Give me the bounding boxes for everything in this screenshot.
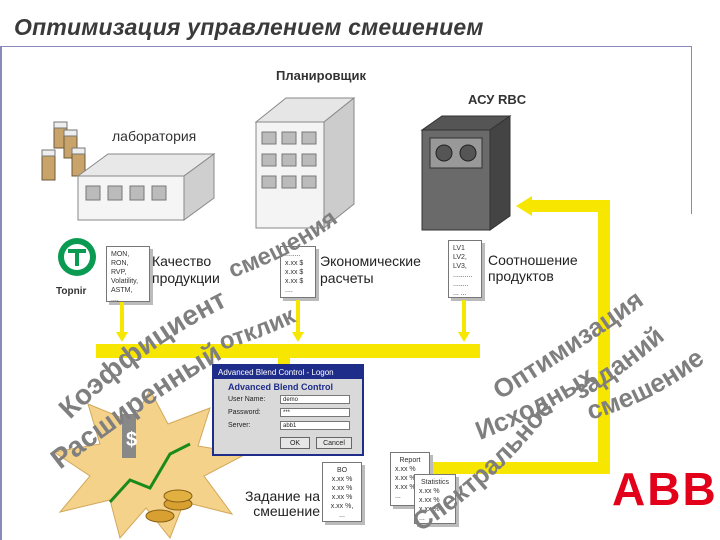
user-name-label: User Name: — [228, 396, 266, 403]
flow-right-feedback — [598, 212, 610, 474]
arc-initial-path: Исходных — [471, 360, 600, 446]
statistics-doc: Statistics x.xx % x.xx % x.xx % ... — [414, 474, 456, 524]
doc-line: x.xx %, — [330, 503, 354, 510]
password-label: Password: — [228, 409, 261, 416]
window-title: Advanced Blend Control - Logon — [214, 366, 362, 379]
server-select[interactable]: abb1 — [280, 421, 350, 430]
ratio-doc: LV1 LV2, LV3, .......... ........ ... ..… — [448, 240, 482, 298]
doc-line: ........ — [285, 251, 301, 258]
doc-line: x.xx % — [419, 497, 440, 504]
abb-logo: ABB — [612, 463, 718, 515]
ratio-label-line: продуктов — [488, 268, 554, 284]
profit-burst-icon: $ — [52, 388, 248, 540]
economic-label: Экономические расчеты — [320, 253, 421, 287]
arrow-down-icon — [458, 332, 470, 342]
lab-building-icon — [76, 153, 216, 221]
lab-label: лаборатория — [112, 128, 197, 144]
arc-tasks-text: заданий — [568, 320, 670, 405]
doc-line: x.xx % — [331, 494, 353, 501]
quality-label-line: продукции — [152, 270, 220, 286]
doc-line: Report — [399, 457, 421, 464]
quality-label: Качество продукции — [152, 253, 220, 287]
arc-initial-text: Исходных — [471, 360, 600, 446]
arrow-down-icon — [292, 332, 304, 342]
topnir-label: Topnir — [56, 286, 87, 297]
doc-line: ASTM, — [111, 287, 133, 294]
doc-line: x.xx $ — [285, 260, 304, 267]
cancel-button[interactable]: Cancel — [316, 437, 352, 449]
svg-text:$: $ — [126, 429, 137, 451]
planner-building-icon — [254, 96, 356, 230]
doc-line: RON, — [111, 260, 129, 267]
flow-top-feedback — [530, 200, 610, 212]
doc-line: Volatility, — [111, 278, 139, 285]
doc-line: .......... — [453, 272, 473, 279]
doc-line: LV1 — [453, 245, 465, 252]
arc-tasks-path: заданий — [568, 320, 670, 405]
doc-line: x.xx % — [331, 476, 353, 483]
doc-line: ... ... — [453, 290, 467, 297]
lab-bottles-icon — [41, 121, 86, 181]
economic-label-line: расчеты — [320, 270, 374, 286]
economic-label-line: Экономические — [320, 253, 421, 269]
arrow-down-icon — [116, 332, 128, 342]
doc-line: x.xx $ — [285, 269, 304, 276]
doc-line: LV2, — [453, 254, 467, 261]
doc-line: x.xx % — [395, 466, 416, 473]
topnir-logo-icon — [58, 238, 96, 276]
doc-line: x.xx % — [395, 475, 416, 482]
acs-label: АСУ RBC — [468, 92, 527, 107]
planner-label: Планировщик — [276, 68, 367, 83]
doc-line: x.xx % — [419, 506, 440, 513]
password-input[interactable]: *** — [280, 408, 350, 417]
task-label-line: смешение — [253, 503, 320, 519]
doc-line: ... — [419, 515, 425, 522]
flow-stub-ratio — [462, 300, 466, 332]
ratio-label-line: Соотношение — [488, 252, 578, 268]
doc-line: .... — [285, 287, 293, 294]
doc-line: BO — [336, 467, 348, 474]
lab-results-doc: MON, RON, RVP, Volatility, ASTM, ..., — [106, 246, 150, 303]
ok-button[interactable]: OK — [280, 437, 310, 449]
task-label: Задание на смешение — [228, 489, 320, 519]
control-cabinet-icon — [420, 115, 512, 231]
doc-line: MON, — [111, 251, 130, 258]
flow-bottom-feedback — [420, 462, 610, 474]
doc-line: ........ — [453, 281, 469, 288]
ratio-label: Соотношение продуктов — [488, 252, 578, 284]
blend-order-doc: BO x.xx % x.xx % x.xx % x.xx %, ... — [322, 462, 362, 522]
server-label: Server: — [228, 422, 251, 429]
doc-line: ..., — [111, 296, 119, 303]
header-divider — [0, 46, 692, 47]
arc-optimization-path: Оптимизация — [487, 284, 648, 405]
arrow-left-icon — [516, 196, 532, 216]
doc-line: Statistics — [420, 479, 449, 486]
economics-doc: ........ x.xx $ x.xx $ x.xx $ .... — [280, 246, 316, 298]
doc-line: x.xx % — [395, 484, 416, 491]
arc-optimization-text: Оптимизация — [487, 284, 648, 405]
right-frame — [691, 46, 692, 214]
flow-bar-horizontal — [96, 344, 480, 358]
doc-line: x.xx $ — [285, 278, 304, 285]
page-title: Оптимизация управлением смешением — [14, 14, 484, 40]
doc-line: x.xx % — [419, 488, 440, 495]
quality-label-line: Качество — [152, 253, 212, 269]
doc-line: ... — [395, 493, 401, 500]
logon-window: Advanced Blend Control - Logon Advanced … — [212, 364, 364, 456]
doc-line: ... — [339, 512, 345, 519]
flow-stub-lab — [120, 302, 124, 332]
doc-line: x.xx % — [331, 485, 353, 492]
user-name-input[interactable]: demo — [280, 395, 350, 404]
window-heading: Advanced Blend Control — [228, 382, 334, 392]
flow-stub-econ — [296, 300, 300, 332]
left-frame — [0, 46, 2, 540]
doc-line: RVP, — [111, 269, 127, 276]
task-label-line: Задание на — [245, 488, 320, 504]
doc-line: LV3, — [453, 263, 467, 270]
